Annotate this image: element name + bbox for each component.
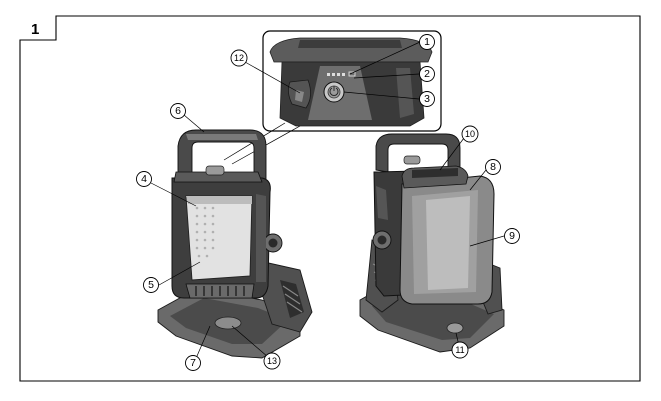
callout-1: 1: [419, 34, 435, 50]
led-array: [195, 206, 215, 258]
callout-5: 5: [143, 277, 159, 293]
lamp-front-view: [157, 129, 313, 359]
callout-8: 8: [485, 159, 501, 175]
lamp-rear-view: [359, 133, 505, 353]
callout-9: 9: [504, 228, 520, 244]
callout-2-label: 2: [424, 68, 430, 80]
callout-1-label: 1: [424, 36, 430, 48]
callout-11: 11: [451, 341, 469, 359]
callout-3: 3: [419, 91, 435, 107]
callout-13-label: 13: [267, 356, 277, 366]
leader-lines: [150, 41, 505, 358]
callout-12: 12: [230, 49, 248, 67]
callout-7: 7: [185, 355, 201, 371]
callout-7-label: 7: [190, 357, 196, 369]
callout-9-label: 9: [509, 230, 515, 242]
callout-13: 13: [263, 352, 281, 370]
callout-2: 2: [419, 66, 435, 82]
figure-number: 1: [31, 21, 39, 38]
callout-3-label: 3: [424, 93, 430, 105]
inset-control-panel: [262, 30, 442, 132]
callout-5-label: 5: [148, 279, 154, 291]
callout-6: 6: [170, 103, 186, 119]
callout-12-label: 12: [234, 53, 244, 63]
callout-10-label: 10: [465, 129, 475, 139]
callout-6-label: 6: [175, 105, 181, 117]
callout-11-label: 11: [455, 345, 464, 355]
callout-4: 4: [136, 171, 152, 187]
callout-4-label: 4: [141, 173, 147, 185]
callout-10: 10: [461, 125, 479, 143]
callout-8-label: 8: [490, 161, 496, 173]
